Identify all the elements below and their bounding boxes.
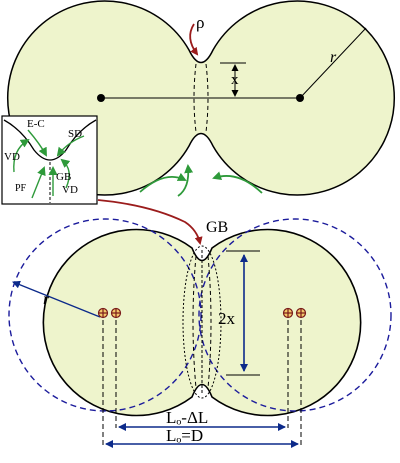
bottom-label-lo-eq: Lₒ=D — [166, 426, 203, 445]
inset-label-ec: E-C — [27, 118, 45, 130]
bottom-label-gb: GB — [206, 219, 228, 236]
center-marker-left-2 — [110, 307, 122, 319]
green-arrow-center — [177, 164, 194, 197]
inset-label-vd-right: VD — [62, 184, 78, 196]
bottom-label-2x: 2x — [218, 309, 236, 328]
bottom-radius-line — [12, 280, 101, 318]
bottom-neck-dotted-ellipse — [182, 245, 222, 399]
top-radius-line — [299, 27, 367, 99]
bottom-particles: GB r — [8, 218, 392, 448]
center-marker-right-1 — [282, 307, 294, 319]
rho-arrow — [189, 23, 199, 56]
top-label-x: x — [231, 72, 239, 88]
inset-label-vd-left: VD — [4, 151, 20, 163]
bottom-initial-circle-right — [198, 218, 392, 412]
top-particles: r x ρ — [7, 0, 395, 197]
inset-arrow-ec — [27, 129, 47, 157]
inset-label-pf: PF — [15, 183, 27, 194]
inset-arrow-vd-left — [13, 138, 30, 173]
bottom-neck-dashed-right — [207, 255, 212, 389]
inset-arrow-sd — [56, 135, 85, 157]
center-marker-left-1 — [97, 307, 109, 319]
top-label-r: r — [330, 49, 337, 66]
green-arrow-left — [139, 172, 187, 193]
mechanism-inset: E-C SD VD PF GB VD — [1, 115, 98, 205]
top-center-left-dot — [97, 94, 105, 102]
inset-arrow-pf — [31, 166, 46, 199]
bottom-neck-dashed-left — [192, 255, 197, 389]
bottom-initial-circle-left — [8, 218, 202, 412]
inset-label-gb: GB — [56, 171, 71, 183]
green-arrow-right — [212, 171, 263, 194]
center-marker-right-2 — [295, 307, 307, 319]
bottom-label-r: r — [43, 291, 50, 308]
inset-label-sd: SD — [68, 128, 82, 140]
inset-arrow-vd-right — [60, 158, 71, 189]
top-label-rho: ρ — [196, 13, 204, 32]
bottom-label-lo-minus: Lₒ-ΔL — [166, 408, 208, 427]
red-arrow-to-bottom-gb — [97, 199, 203, 245]
